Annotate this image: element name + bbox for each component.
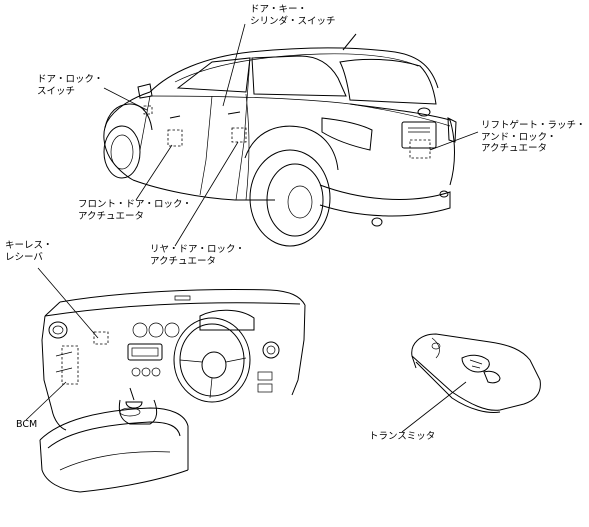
label-line: フロント・ドア・ロック・ bbox=[78, 199, 192, 210]
label-line: アクチュエータ bbox=[150, 255, 217, 267]
label-line: アンド・ロック・ bbox=[481, 131, 557, 143]
label-keyless-receiver: キーレス・ レシーバ bbox=[5, 240, 53, 263]
label-rear-door-lock-actuator: リヤ・ドア・ロック・ アクチュエータ bbox=[150, 244, 245, 267]
label-line: キーレス・ bbox=[5, 240, 53, 251]
label-line: リヤ・ドア・ロック・ bbox=[150, 244, 245, 255]
label-line: レシーバ bbox=[5, 251, 43, 263]
label-transmitter: トランスミッタ bbox=[369, 431, 436, 442]
label-line: アクチュエータ bbox=[78, 210, 145, 222]
vehicle-illustration bbox=[103, 33, 457, 247]
label-line: ドア・キー・ bbox=[250, 4, 308, 15]
label-front-door-lock-actuator: フロント・ドア・ロック・ アクチュエータ bbox=[78, 199, 192, 222]
label-line: ドア・ロック・ bbox=[37, 74, 104, 85]
label-line: シリンダ・スイッチ bbox=[250, 15, 336, 27]
label-line: リフトゲート・ラッチ・ bbox=[481, 120, 586, 131]
label-liftgate-latch-actuator: リフトゲート・ラッチ・ アンド・ロック・ アクチュエータ bbox=[481, 120, 586, 155]
label-door-lock-switch: ドア・ロック・ スイッチ bbox=[37, 74, 103, 97]
label-door-key-cylinder-switch: ドア・キー・ シリンダ・スイッチ bbox=[250, 4, 336, 27]
label-line: アクチュエータ bbox=[481, 143, 548, 154]
label-line: スイッチ bbox=[37, 85, 76, 97]
leader-lines bbox=[25, 23, 479, 433]
label-bcm: BCM bbox=[16, 419, 38, 430]
transmitter-illustration bbox=[411, 333, 541, 413]
dashboard-illustration bbox=[39, 289, 306, 493]
